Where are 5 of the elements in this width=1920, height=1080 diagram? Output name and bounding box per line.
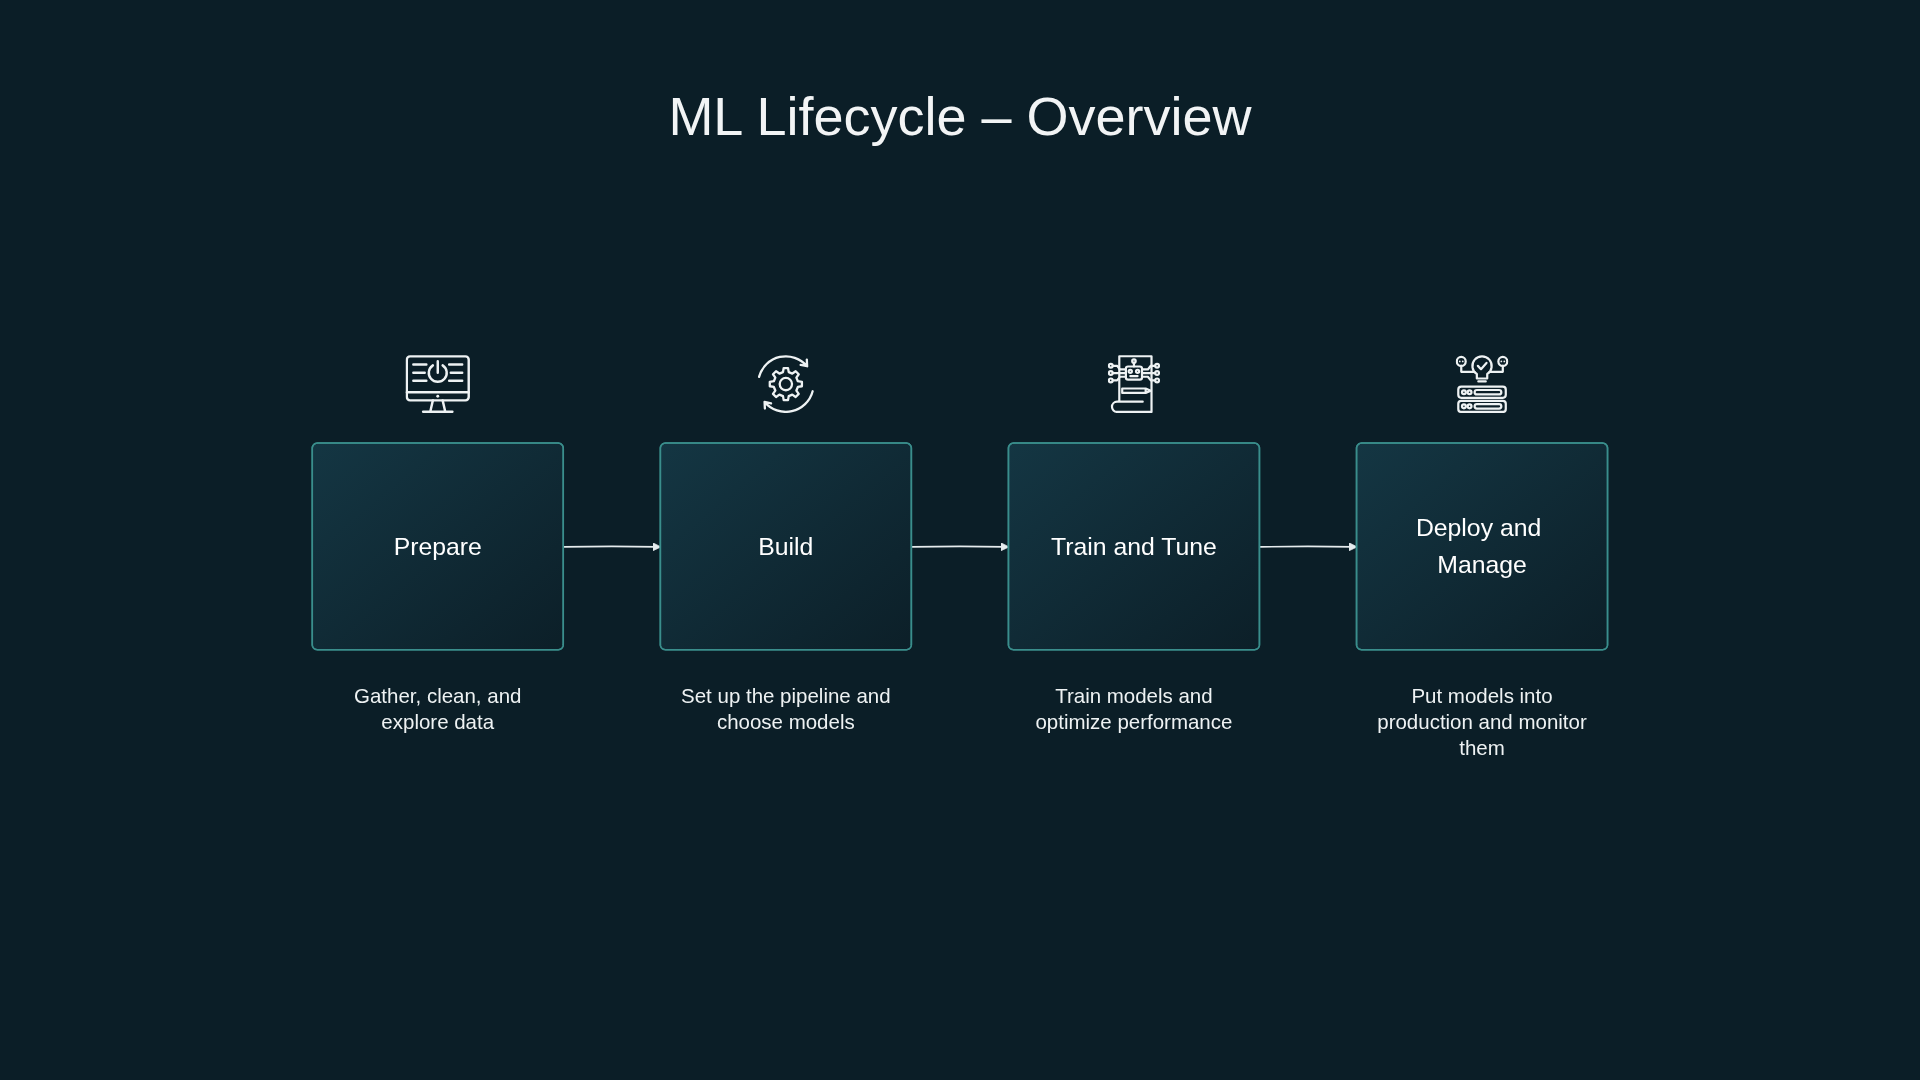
stage-description: Train models and optimize performance (1034, 683, 1234, 735)
stage-description: Gather, clean, and explore data (353, 683, 523, 735)
stage-description: Put models into production and monitor them (1376, 683, 1588, 761)
stage-description: Set up the pipeline and choose models (680, 683, 892, 735)
diagram-title: ML Lifecycle – Overview (668, 85, 1252, 148)
